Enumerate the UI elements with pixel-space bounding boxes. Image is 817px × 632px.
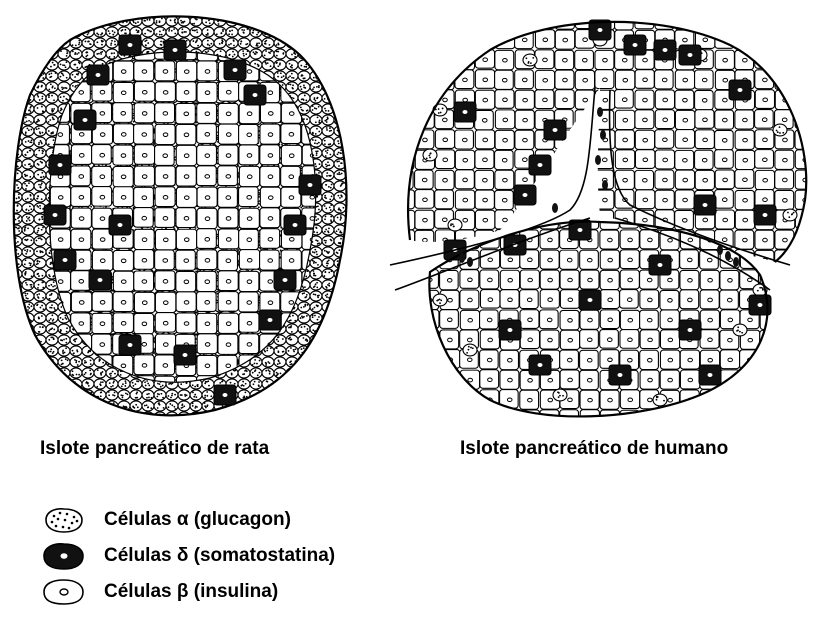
legend-item-alpha: Células α (glucagon) — [36, 505, 291, 535]
alpha-cell-icon — [36, 505, 90, 535]
human-islet-caption: Islote pancreático de humano — [460, 438, 728, 460]
rat-islet — [10, 5, 358, 422]
legend-label-delta: Células δ (somatostatina) — [104, 545, 335, 567]
legend-label-alpha: Células α (glucagon) — [104, 509, 291, 531]
rat-islet-caption: Islote pancreático de rata — [40, 438, 269, 460]
legend-item-beta: Células β (insulina) — [36, 577, 278, 607]
islet-illustration — [0, 0, 817, 430]
beta-cell-icon — [36, 577, 90, 607]
human-islet — [390, 10, 815, 430]
legend-item-delta: Células δ (somatostatina) — [36, 541, 335, 571]
delta-cell-icon — [36, 541, 90, 571]
legend-label-beta: Células β (insulina) — [104, 581, 278, 603]
